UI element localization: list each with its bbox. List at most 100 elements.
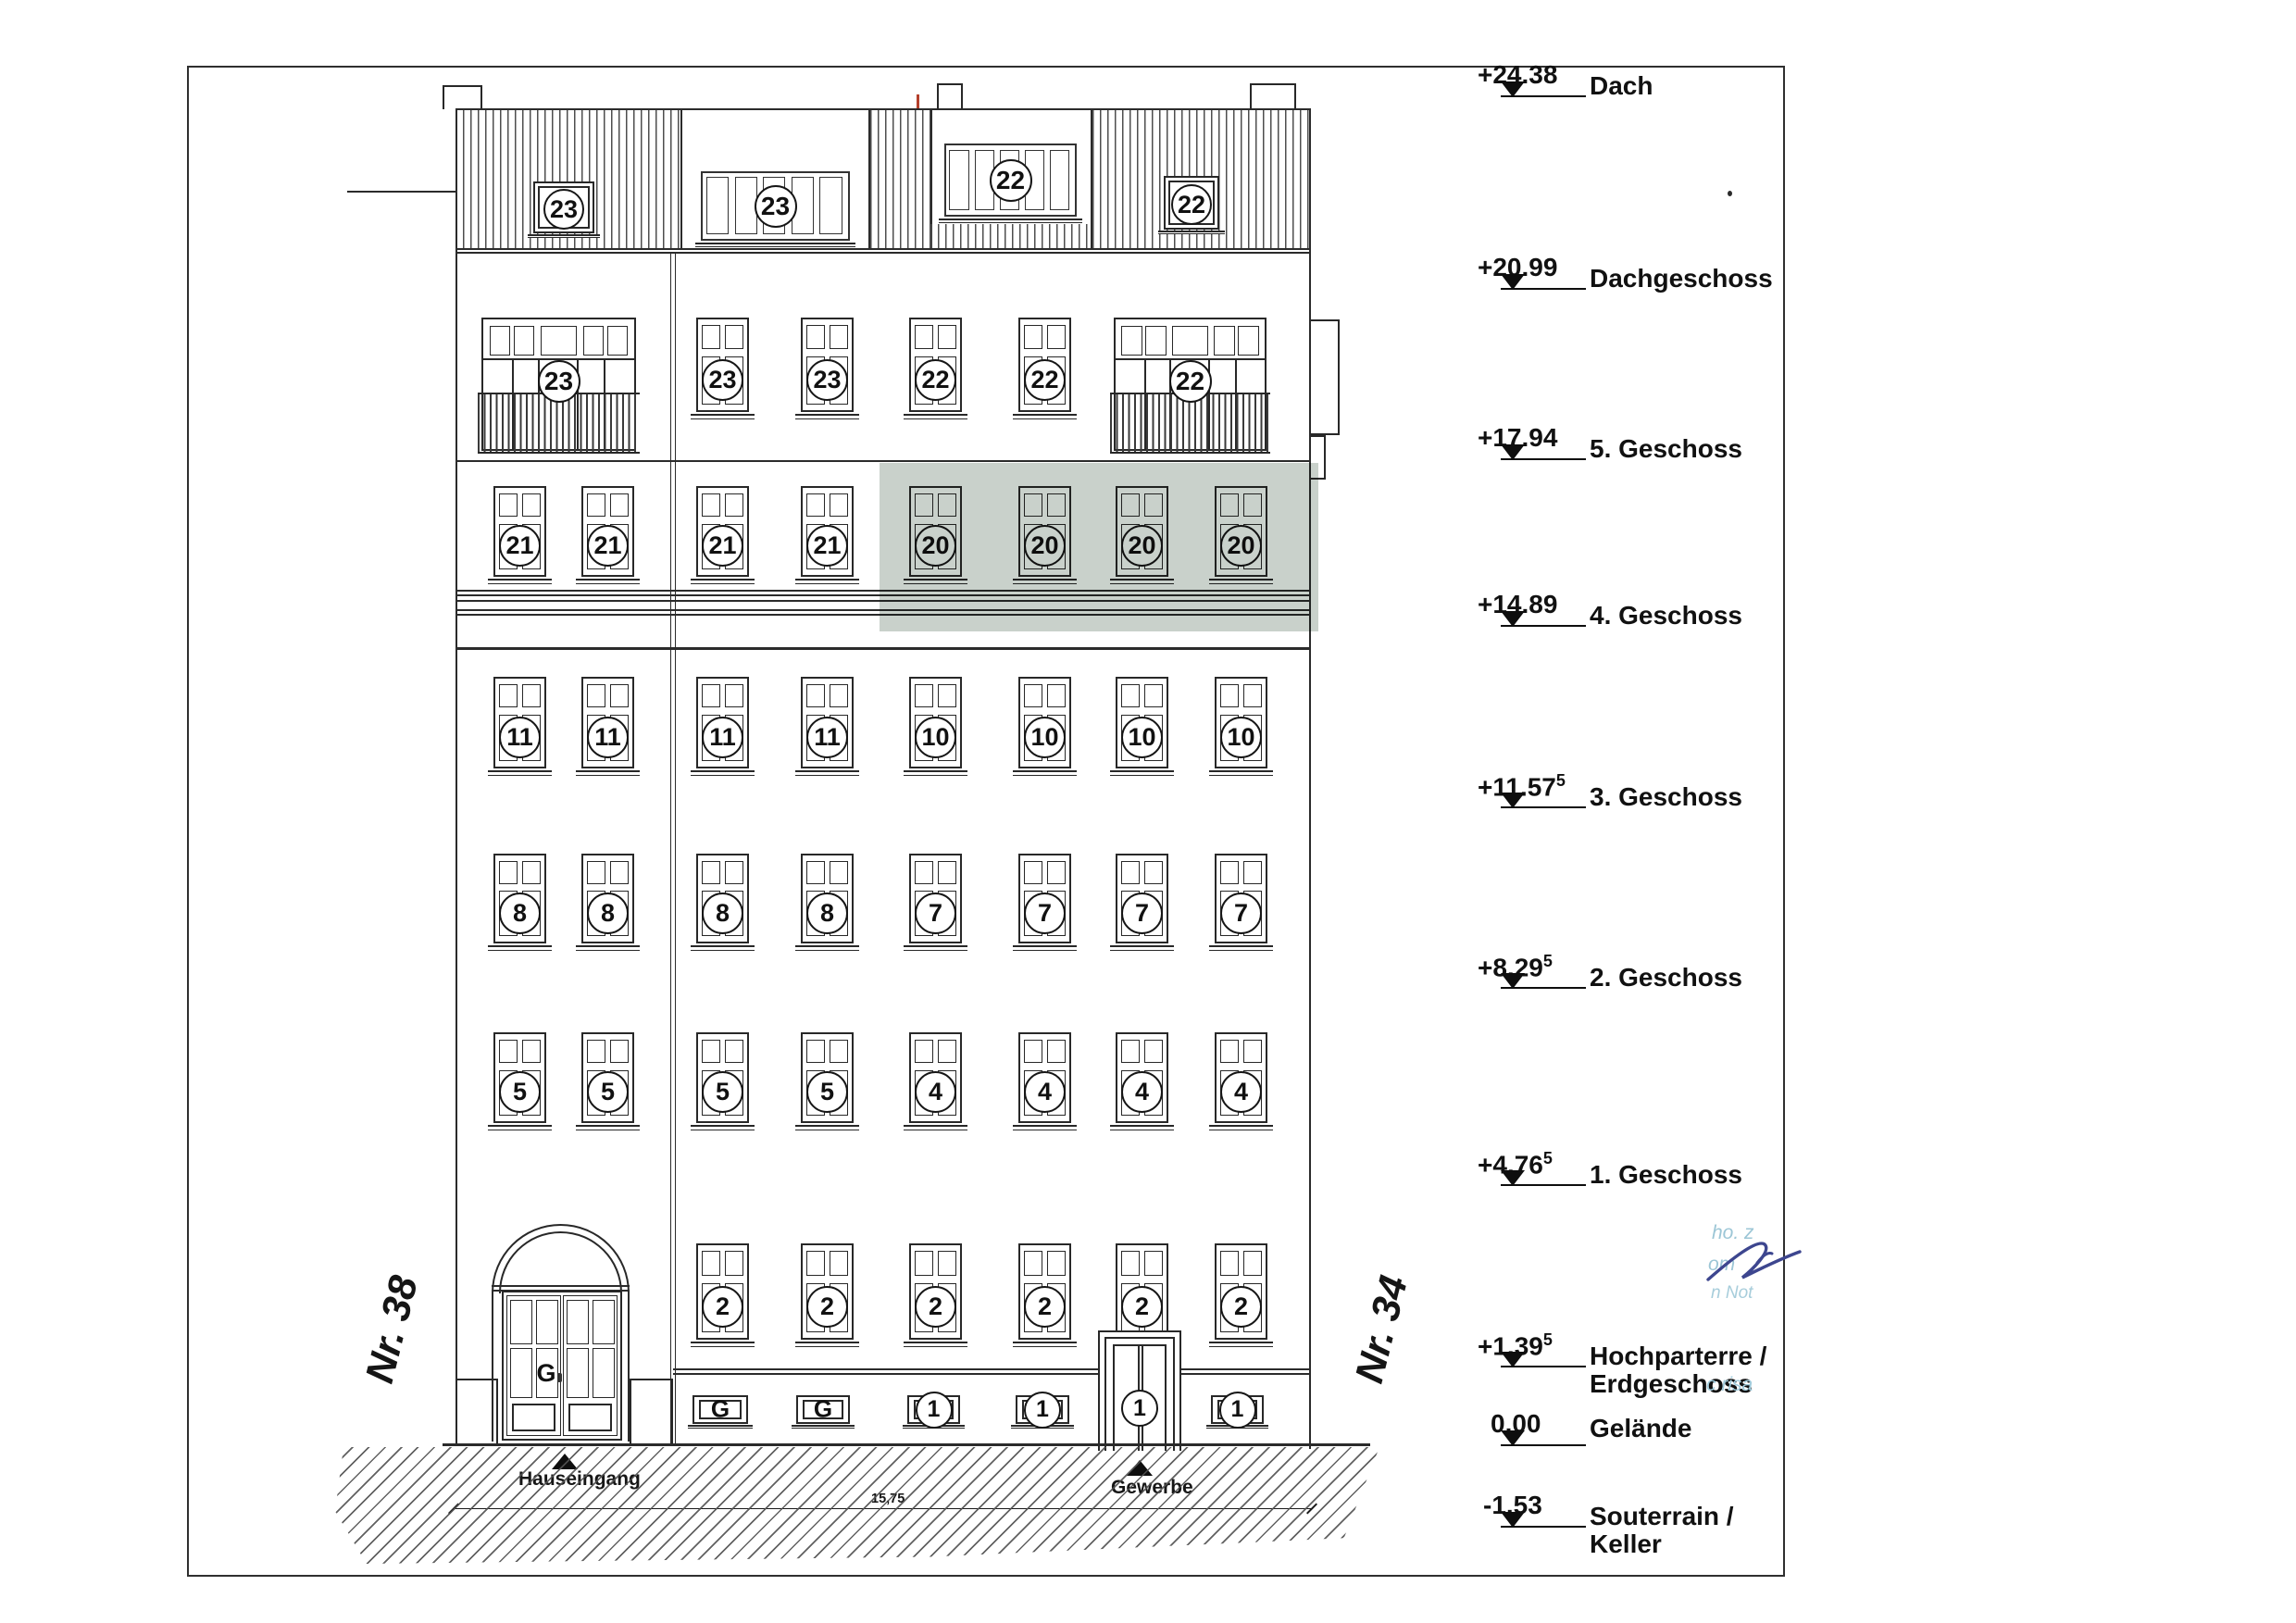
level-label: 4. Geschoss xyxy=(1590,601,1742,630)
window-number-badge: 7 xyxy=(1220,892,1262,934)
window-number-badge: 4 xyxy=(1121,1071,1163,1114)
window-number-badge: 23 xyxy=(543,189,584,230)
window-pane xyxy=(1172,326,1208,356)
window-sill-line xyxy=(691,945,755,951)
window-number-badge: 2 xyxy=(1121,1286,1163,1329)
window-sill-line xyxy=(1209,1125,1273,1130)
entrance-impost-line2 xyxy=(492,1290,630,1292)
window-number-badge: 11 xyxy=(702,716,743,758)
window-pane xyxy=(522,683,541,708)
window-pane xyxy=(725,1039,743,1063)
window-number-badge: 22 xyxy=(915,358,956,401)
gewerbe-portal-inner xyxy=(1104,1337,1175,1451)
window-pane xyxy=(806,1251,825,1276)
window-pane xyxy=(522,1039,541,1063)
window-pane xyxy=(1145,326,1167,356)
window-sill-line xyxy=(904,945,967,951)
window-pane xyxy=(915,860,933,884)
cornice-line xyxy=(455,614,1311,616)
ground-hatch xyxy=(335,1447,1379,1564)
window-pane xyxy=(1220,1251,1239,1276)
window-pane xyxy=(1121,326,1142,356)
window-pane xyxy=(830,493,848,517)
stamp-text-fragment: om xyxy=(1708,1254,1736,1275)
window-pane xyxy=(1047,1251,1066,1276)
facade-right-edge xyxy=(1309,108,1312,1449)
souterrain-band-line xyxy=(673,1368,1311,1370)
window-pane xyxy=(1121,860,1140,884)
window-number-badge: 7 xyxy=(1121,892,1163,934)
window-pane xyxy=(806,324,825,350)
door-bottom-panel xyxy=(568,1404,612,1431)
window-pane xyxy=(1243,1251,1262,1276)
window-pane xyxy=(1220,683,1239,708)
window-number-badge: 20 xyxy=(1121,525,1163,568)
window-number-badge: 23 xyxy=(702,358,743,401)
window-number-badge: 20 xyxy=(915,525,956,568)
window-number-badge: 4 xyxy=(915,1071,956,1114)
window-pane xyxy=(1243,1039,1262,1063)
window-number-badge: 7 xyxy=(915,892,956,934)
window-pane xyxy=(725,493,743,517)
level-datum-line xyxy=(1501,288,1586,290)
dormer-edge-line xyxy=(680,108,682,249)
window-number-badge: 10 xyxy=(1220,716,1262,758)
window-number-badge: 2 xyxy=(702,1286,743,1329)
level-label: Dach xyxy=(1590,71,1653,100)
window-pane xyxy=(830,324,848,350)
stamp-text-fragment: c risa xyxy=(1706,1374,1753,1395)
window-pane xyxy=(1024,1039,1042,1063)
roof-band-top-line xyxy=(455,108,1311,110)
section-divider-line xyxy=(669,252,672,1444)
window-pane xyxy=(725,860,743,884)
level-triangle-icon xyxy=(1501,973,1525,989)
window-number-badge: 20 xyxy=(1024,525,1066,568)
souterrain-window-G: G xyxy=(693,1394,748,1424)
entrance-plinth-right xyxy=(630,1379,673,1443)
window-sill-line xyxy=(904,414,967,419)
window-number-badge: 8 xyxy=(702,892,743,934)
floor-line-5g xyxy=(455,460,1311,462)
window-sill-line xyxy=(1110,1125,1174,1130)
section-divider-line xyxy=(674,252,677,1444)
level-datum-line xyxy=(1501,1184,1586,1186)
window-sill-line xyxy=(795,1342,859,1347)
stamp-text-fragment: ho. z xyxy=(1712,1222,1754,1243)
level-datum-line xyxy=(1501,1444,1586,1446)
window-pane xyxy=(522,493,541,517)
window-number-badge: 5 xyxy=(806,1071,848,1114)
window-pane xyxy=(610,1039,629,1063)
level-datum-line xyxy=(1501,95,1586,97)
dormer-edge-line xyxy=(1091,108,1092,249)
window-number-badge: 23 xyxy=(537,360,580,403)
window-sill-line xyxy=(691,1342,755,1347)
window-pane xyxy=(725,324,743,350)
window-pane xyxy=(915,324,933,350)
entrance-door-label: G xyxy=(536,1359,556,1387)
window-pane xyxy=(702,860,720,884)
scan-dot-artifact xyxy=(1728,191,1732,196)
signature-icon xyxy=(1706,1242,1802,1281)
window-sill-line xyxy=(904,770,967,776)
level-label: Souterrain /Keller xyxy=(1590,1502,1734,1558)
roof-band-bottom-line xyxy=(455,248,1311,250)
window-pane xyxy=(806,860,825,884)
window-sill-line xyxy=(795,579,859,584)
neighbor-eave-line xyxy=(347,191,455,193)
window-pane xyxy=(1047,493,1066,517)
door-pane xyxy=(536,1300,558,1344)
window-pane xyxy=(499,1039,518,1063)
level-datum-line xyxy=(1501,458,1586,460)
door-pane xyxy=(567,1348,589,1398)
level-triangle-icon xyxy=(1501,274,1525,290)
window-pane xyxy=(610,493,629,517)
chimney xyxy=(1250,83,1296,109)
window-pane xyxy=(1121,1251,1140,1276)
window-pane xyxy=(949,149,969,210)
window-number-badge: 20 xyxy=(1220,525,1262,568)
window-number-badge: 5 xyxy=(587,1071,629,1114)
window-sill-line xyxy=(691,579,755,584)
window-sill-line xyxy=(904,1125,967,1130)
window-sill-line xyxy=(1158,231,1225,234)
